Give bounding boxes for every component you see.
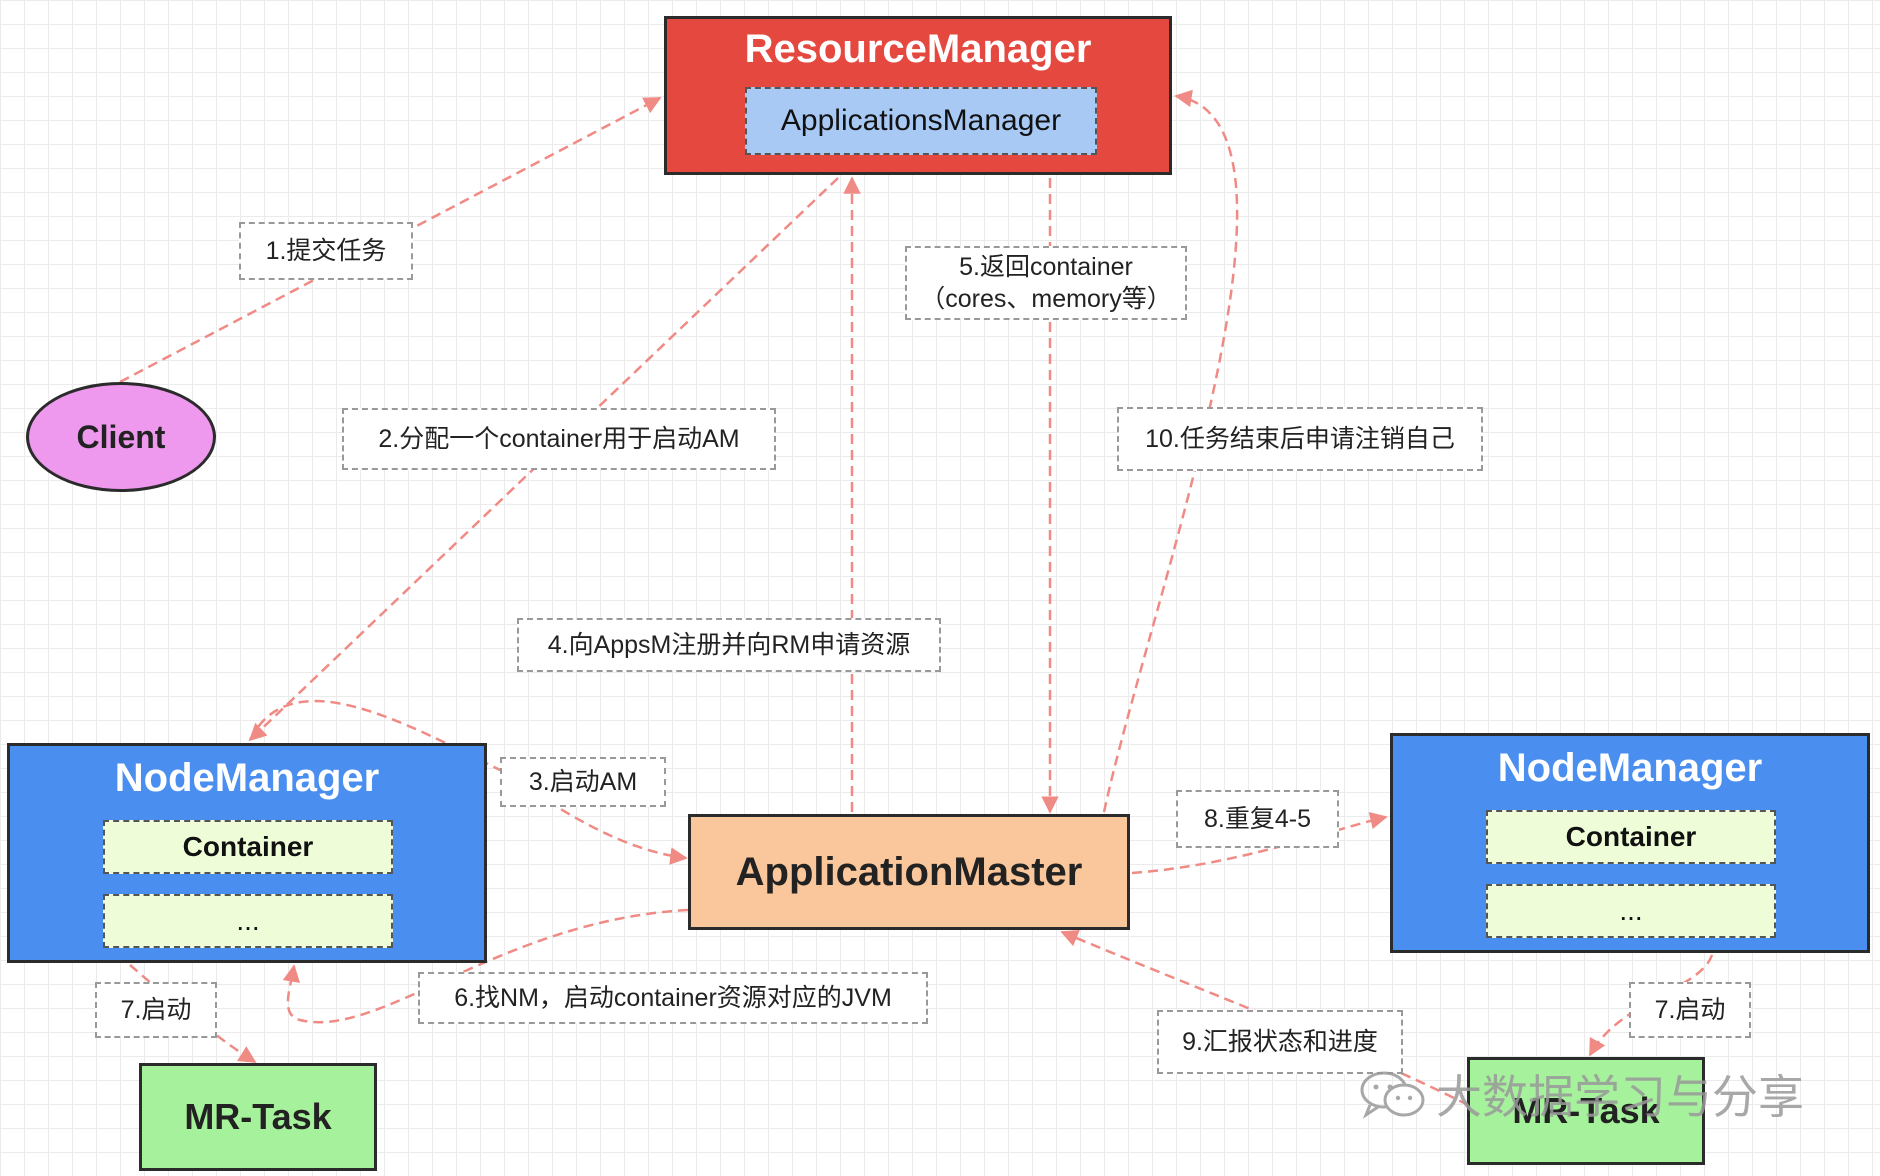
- step-10-label: 10.任务结束后申请注销自己: [1117, 407, 1483, 471]
- applications-manager-box[interactable]: ApplicationsManager: [745, 87, 1097, 155]
- mr-task-left[interactable]: MR-Task: [139, 1063, 377, 1171]
- step-2-label: 2.分配一个container用于启动AM: [342, 408, 776, 470]
- step-6-label: 6.找NM，启动container资源对应的JVM: [418, 972, 928, 1024]
- step-9-label: 9.汇报状态和进度: [1157, 1010, 1403, 1074]
- step-5-label: 5.返回container （cores、memory等）: [905, 246, 1187, 320]
- step-3-label: 3.启动AM: [500, 757, 666, 807]
- step-1-label: 1.提交任务: [239, 222, 413, 280]
- node-manager-left-more[interactable]: ...: [103, 894, 393, 948]
- wechat-icon: [1360, 1071, 1425, 1119]
- node-manager-left[interactable]: NodeManager Container ...: [7, 743, 487, 963]
- node-manager-right[interactable]: NodeManager Container ...: [1390, 733, 1870, 953]
- node-manager-right-container[interactable]: Container: [1486, 810, 1776, 864]
- step-7-left-label: 7.启动: [95, 982, 217, 1038]
- client-node[interactable]: Client: [26, 382, 216, 492]
- resource-manager-box[interactable]: ResourceManager ApplicationsManager: [664, 16, 1172, 175]
- watermark-text: 大数据学习与分享: [1436, 1071, 1804, 1123]
- step-7-right-label: 7.启动: [1629, 982, 1751, 1038]
- node-manager-left-title: NodeManager: [114, 756, 380, 800]
- step-5-line-1: 5.返回container: [959, 253, 1133, 281]
- step-5-line-2: （cores、memory等）: [920, 285, 1172, 313]
- node-manager-right-more[interactable]: ...: [1486, 884, 1776, 938]
- step-8-label: 8.重复4-5: [1176, 790, 1339, 848]
- watermark: 大数据学习与分享: [1358, 1062, 1804, 1126]
- step-4-label: 4.向AppsM注册并向RM申请资源: [517, 618, 941, 672]
- arrow-am-to-rm-unregister: [1102, 89, 1239, 813]
- application-master-box[interactable]: ApplicationMaster: [688, 814, 1130, 930]
- mr-task-right[interactable]: MR-Task: [1467, 1057, 1705, 1165]
- node-manager-left-container[interactable]: Container: [103, 820, 393, 874]
- node-manager-right-title: NodeManager: [1497, 746, 1763, 790]
- arrow-am-to-nm-left: [282, 908, 689, 1024]
- resource-manager-title: ResourceManager: [744, 27, 1092, 71]
